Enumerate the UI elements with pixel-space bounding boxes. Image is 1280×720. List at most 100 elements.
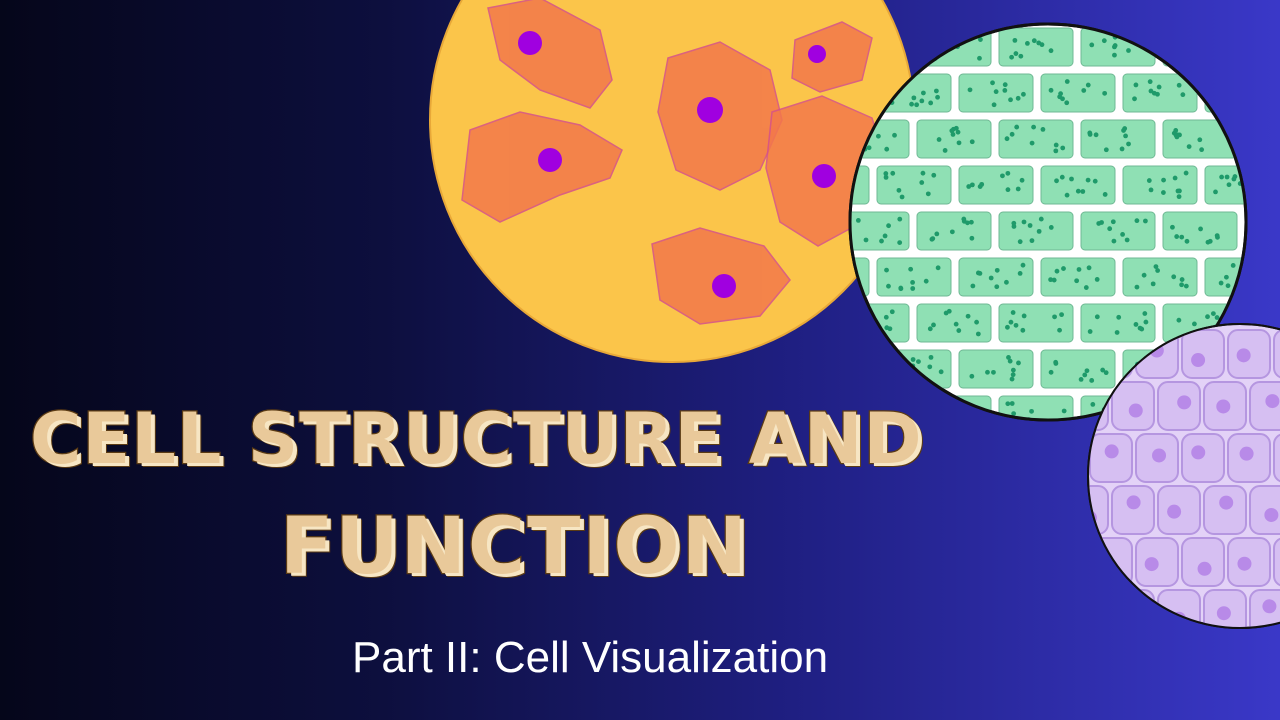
- chloroplast: [964, 407, 970, 413]
- chloroplast: [889, 309, 895, 315]
- onion-cell: [1249, 589, 1280, 628]
- chloroplast: [1180, 92, 1186, 98]
- chloroplast: [1129, 35, 1135, 41]
- chloroplast: [1024, 41, 1030, 46]
- plant-cell: [998, 27, 1074, 67]
- chloroplast: [1021, 91, 1026, 97]
- chloroplast: [1000, 173, 1005, 179]
- plant-cell: [998, 119, 1074, 159]
- chloroplast: [855, 217, 861, 223]
- chloroplast: [1238, 282, 1244, 288]
- chloroplast: [1064, 79, 1070, 84]
- chloroplast: [811, 356, 816, 361]
- plant-cell: [998, 303, 1074, 343]
- chloroplast: [1214, 233, 1220, 239]
- chloroplast: [1119, 146, 1125, 152]
- chloroplast: [937, 401, 943, 406]
- onion-cell: [1088, 589, 1109, 628]
- chloroplast: [1223, 93, 1229, 99]
- chloroplast: [975, 331, 981, 337]
- chloroplast: [1084, 368, 1090, 374]
- chloroplast: [1217, 96, 1223, 101]
- chloroplast: [988, 275, 994, 281]
- chloroplast: [1205, 314, 1210, 320]
- plant-cell: [916, 395, 992, 420]
- chloroplast: [966, 184, 972, 189]
- chloroplast: [1017, 270, 1023, 276]
- chloroplast: [1059, 312, 1064, 318]
- plant-cell: [1244, 27, 1246, 67]
- chloroplast: [1184, 50, 1190, 56]
- chloroplast: [1085, 177, 1091, 183]
- chloroplast: [851, 357, 857, 363]
- chloroplast: [928, 354, 934, 360]
- chloroplast: [1031, 38, 1037, 44]
- chloroplast: [928, 100, 934, 106]
- chloroplast: [1102, 192, 1108, 197]
- chloroplast: [1181, 42, 1186, 47]
- chloroplast: [1176, 82, 1182, 88]
- chloroplast: [1143, 218, 1148, 224]
- chloroplast: [1029, 140, 1035, 146]
- chloroplast: [923, 278, 929, 284]
- chloroplast: [887, 326, 893, 332]
- plant-cell: [1122, 257, 1198, 297]
- onion-cell: [1273, 433, 1280, 483]
- chloroplast: [1141, 272, 1147, 278]
- chloroplast: [1101, 38, 1107, 44]
- chloroplast: [1200, 33, 1206, 38]
- chloroplast: [994, 284, 1000, 290]
- chloroplast: [1092, 178, 1098, 184]
- nucleus: [1197, 561, 1212, 576]
- chloroplast: [963, 411, 969, 417]
- nucleus: [808, 45, 826, 63]
- title-line-1: Cell Structure and: [29, 397, 923, 482]
- chloroplast: [1016, 360, 1021, 366]
- chloroplast: [1054, 178, 1059, 184]
- chloroplast: [1018, 53, 1024, 59]
- chloroplast: [1100, 367, 1106, 373]
- chloroplast: [882, 233, 888, 239]
- chloroplast: [1230, 84, 1236, 89]
- chloroplast: [883, 171, 889, 176]
- onion-cell: [1273, 329, 1280, 379]
- plant-cell: [916, 119, 992, 159]
- chloroplast: [1155, 268, 1161, 273]
- nucleus: [1144, 557, 1159, 572]
- chloroplast: [866, 145, 872, 151]
- chloroplast: [916, 359, 921, 364]
- chloroplast: [935, 265, 941, 271]
- chloroplast: [978, 37, 983, 42]
- chloroplast: [1268, 263, 1273, 268]
- chloroplast: [1006, 354, 1011, 360]
- chloroplast: [1231, 176, 1237, 182]
- chloroplast: [955, 129, 961, 135]
- chloroplast: [938, 369, 944, 375]
- chloroplast: [930, 236, 936, 241]
- chloroplast: [850, 376, 852, 382]
- chloroplast: [959, 416, 964, 420]
- chloroplast: [1134, 218, 1140, 224]
- chloroplast: [1161, 177, 1166, 183]
- nucleus: [697, 97, 723, 123]
- chloroplast: [1094, 314, 1100, 320]
- chloroplast: [1048, 225, 1054, 230]
- chloroplast: [808, 359, 813, 364]
- onion-cell: [1088, 485, 1109, 535]
- chloroplast: [942, 407, 948, 413]
- chloroplast: [1004, 136, 1010, 142]
- chloroplast: [1211, 47, 1217, 53]
- chloroplast: [1120, 232, 1125, 237]
- chloroplast: [1087, 130, 1093, 136]
- nucleus: [538, 148, 562, 172]
- nucleus: [1128, 403, 1143, 418]
- chloroplast: [1025, 424, 1030, 429]
- chloroplast: [1053, 142, 1059, 148]
- plant-cell: [958, 257, 1034, 297]
- chloroplast: [1004, 279, 1009, 285]
- chloroplast: [1008, 97, 1013, 103]
- chloroplast: [1102, 90, 1108, 96]
- chloroplast: [1253, 90, 1258, 95]
- chloroplast: [883, 174, 889, 180]
